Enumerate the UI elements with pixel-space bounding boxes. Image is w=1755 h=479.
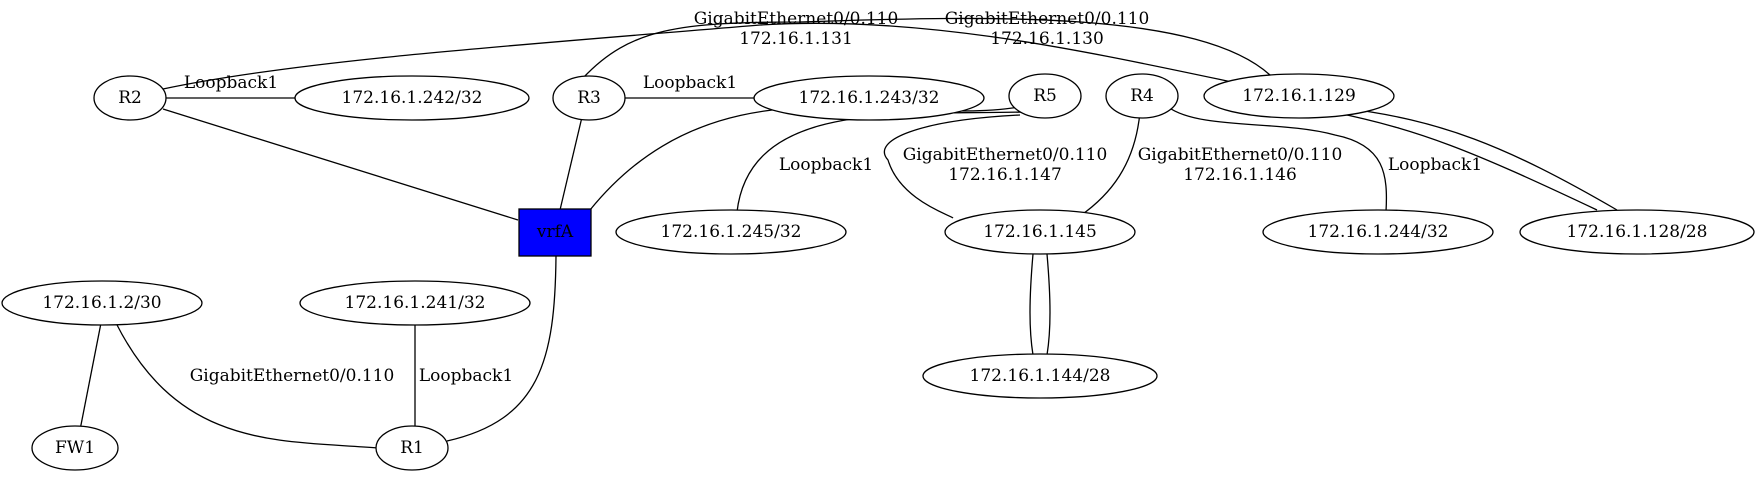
edge-r4-145 bbox=[1079, 111, 1141, 217]
node-172-16-1-242[interactable]: 172.16.1.242/32 bbox=[294, 75, 530, 121]
node-172-16-1-144[interactable]: 172.16.1.144/28 bbox=[922, 353, 1158, 399]
node-172-16-1-128[interactable]: 172.16.1.128/28 bbox=[1519, 209, 1755, 255]
edge-145-144-a bbox=[1029, 253, 1034, 356]
edge-n2-r1 bbox=[115, 322, 379, 449]
svg-text:R4: R4 bbox=[1130, 86, 1154, 106]
edge-129-128-a bbox=[1332, 111, 1598, 211]
svg-text:R2: R2 bbox=[118, 88, 142, 108]
node-r4[interactable]: R4 bbox=[1105, 73, 1179, 119]
edge-r2-129 bbox=[162, 22, 1233, 90]
label-r4-gi-1: GigabitEthernet0/0.110 bbox=[1138, 145, 1343, 165]
edge-r1-vrfa bbox=[446, 255, 557, 442]
node-172-16-1-241[interactable]: 172.16.1.241/32 bbox=[299, 280, 531, 326]
label-r1-gi: GigabitEthernet0/0.110 bbox=[190, 366, 395, 386]
label-r4-loopback: Loopback1 bbox=[1388, 155, 1482, 175]
node-r2[interactable]: R2 bbox=[93, 75, 167, 121]
node-172-16-1-243[interactable]: 172.16.1.243/32 bbox=[753, 75, 985, 121]
svg-text:172.16.1.243/32: 172.16.1.243/32 bbox=[799, 88, 940, 108]
svg-text:vrfA: vrfA bbox=[536, 222, 574, 242]
node-172-16-1-245[interactable]: 172.16.1.245/32 bbox=[615, 209, 847, 255]
edge-n2-fw1 bbox=[79, 322, 102, 431]
node-r1[interactable]: R1 bbox=[375, 425, 449, 471]
svg-text:R1: R1 bbox=[400, 438, 424, 458]
svg-text:172.16.1.244/32: 172.16.1.244/32 bbox=[1308, 222, 1449, 242]
edge-r5-loopback bbox=[736, 111, 1026, 213]
label-r3-gi-1: GigabitEthernet0/0.110 bbox=[694, 9, 899, 29]
node-172-16-1-244[interactable]: 172.16.1.244/32 bbox=[1262, 209, 1494, 255]
node-r5[interactable]: R5 bbox=[1008, 73, 1082, 119]
node-vrfa[interactable]: vrfA bbox=[518, 208, 592, 257]
edge-r3-vrfa bbox=[559, 116, 583, 211]
svg-text:FW1: FW1 bbox=[55, 438, 95, 458]
node-fw1[interactable]: FW1 bbox=[31, 425, 119, 471]
node-r3[interactable]: R3 bbox=[552, 75, 626, 121]
label-r5-gi-2: 172.16.1.147 bbox=[948, 165, 1062, 185]
node-172-16-1-145[interactable]: 172.16.1.145 bbox=[944, 209, 1136, 255]
label-r2-gi-1: GigabitEthernet0/0.110 bbox=[945, 9, 1150, 29]
svg-text:172.16.1.144/28: 172.16.1.144/28 bbox=[970, 366, 1111, 386]
edge-labels: Loopback1 Loopback1 GigabitEthernet0/0.1… bbox=[184, 9, 1482, 386]
label-r1-loopback: Loopback1 bbox=[419, 366, 513, 386]
label-r3-loopback: Loopback1 bbox=[643, 73, 737, 93]
edge-r2-vrfa bbox=[162, 108, 519, 221]
label-r5-loopback: Loopback1 bbox=[779, 155, 873, 175]
svg-text:172.16.1.129: 172.16.1.129 bbox=[1242, 86, 1356, 106]
svg-text:172.16.1.245/32: 172.16.1.245/32 bbox=[661, 222, 802, 242]
node-172-16-1-129[interactable]: 172.16.1.129 bbox=[1203, 73, 1395, 119]
label-r2-gi-2: 172.16.1.130 bbox=[990, 29, 1104, 49]
edge-145-144-b bbox=[1046, 253, 1051, 356]
svg-text:172.16.1.145: 172.16.1.145 bbox=[983, 222, 1097, 242]
nodes: R2 172.16.1.242/32 R3 172.16.1.243/32 R5… bbox=[1, 73, 1755, 471]
svg-text:172.16.1.242/32: 172.16.1.242/32 bbox=[342, 88, 483, 108]
svg-text:172.16.1.128/28: 172.16.1.128/28 bbox=[1567, 222, 1708, 242]
edge-r5-145 bbox=[883, 114, 1021, 219]
svg-text:R3: R3 bbox=[577, 88, 601, 108]
svg-text:172.16.1.2/30: 172.16.1.2/30 bbox=[42, 293, 161, 313]
svg-text:R5: R5 bbox=[1033, 86, 1057, 106]
label-r5-gi-1: GigabitEthernet0/0.110 bbox=[903, 145, 1108, 165]
edge-r3-129 bbox=[582, 17, 1271, 79]
edge-r4-loopback bbox=[1167, 106, 1388, 213]
label-r4-gi-2: 172.16.1.146 bbox=[1183, 165, 1297, 185]
label-r3-gi-2: 172.16.1.131 bbox=[739, 29, 853, 49]
label-r2-loopback: Loopback1 bbox=[184, 73, 278, 93]
node-172-16-1-2[interactable]: 172.16.1.2/30 bbox=[1, 280, 203, 326]
edge-129-128-b bbox=[1342, 107, 1618, 211]
svg-text:172.16.1.241/32: 172.16.1.241/32 bbox=[345, 293, 486, 313]
